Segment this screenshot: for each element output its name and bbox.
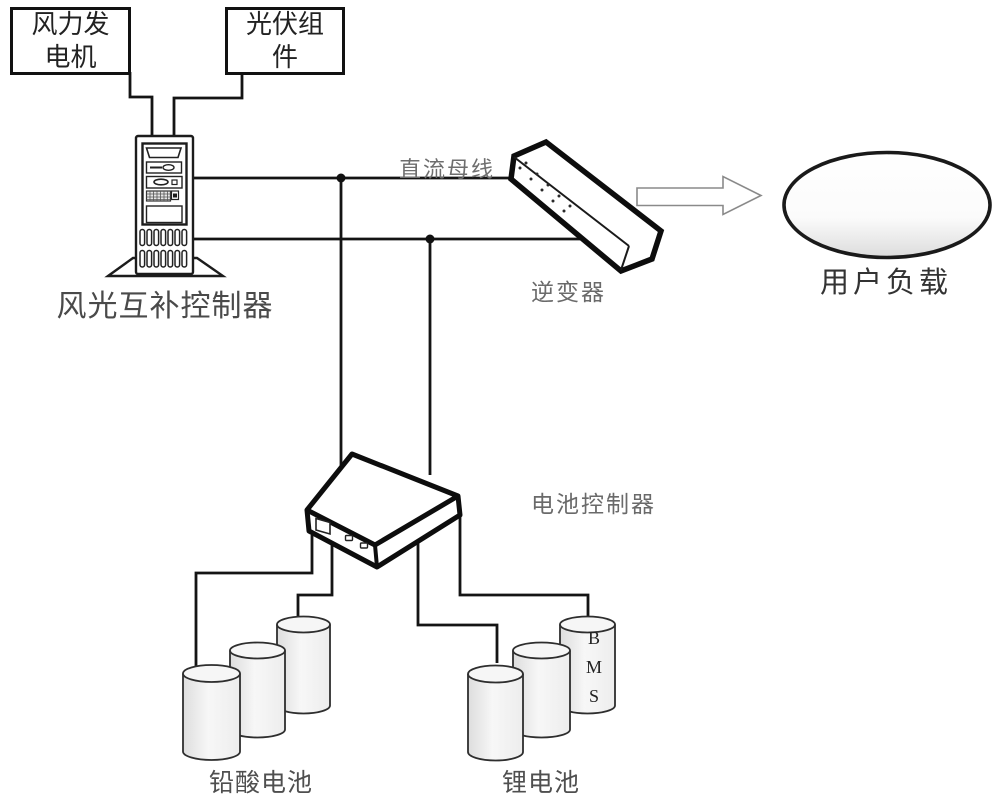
lead-acid-cylinder-front-top [182,664,241,683]
user-load-disc [782,150,992,260]
battery-controller-led-2 [359,542,369,549]
lithium-battery-group [467,615,616,762]
junction-dot-top-bus [336,173,346,183]
inverter-edge-end [620,245,630,271]
inverter-body [508,138,665,275]
lithium-battery-label: 锂电池 [502,770,581,797]
vent-grid-lines [146,191,171,201]
battery-controller-led-1 [344,534,354,542]
pv-module-label: 光伏组件 [245,9,324,72]
bay2-switch [171,179,178,186]
tower-lower-bay [145,205,183,224]
lead-acid-battery-group [182,615,331,761]
bms-label: BMS [584,628,604,715]
lithium-cylinder-middle-top [512,641,571,660]
lithium-cylinder-front [467,674,524,762]
lead-acid-cylinder-front [182,673,241,761]
inverter-box [508,138,665,275]
tower-power-led [173,193,177,198]
junction-dot-bottom-bus [425,234,435,244]
inverter-edge-top [513,156,630,247]
battery-controller-port [315,517,331,536]
wire-to-bms [458,514,590,620]
wire-wind-to-controller [128,72,154,140]
tower-cd-drive [145,147,183,159]
inverter-label: 逆变器 [531,280,606,305]
wind-generator-box: 风力发电机 [10,7,131,75]
user-load-label: 用户负载 [820,267,953,299]
wire-pv-to-controller [172,73,244,140]
bay1-button [162,163,175,171]
hybrid-controller-tower [104,134,227,278]
tower-grille [139,228,188,268]
battery-controller-corner-edge [373,544,379,568]
wire-to-lead-acid-back [296,544,334,620]
lead-acid-battery-label: 铅酸电池 [209,770,314,797]
bms-cylinder-top [559,615,616,634]
lead-acid-cylinder-back-top [276,615,331,634]
wire-to-lead-acid-front [194,535,314,667]
battery-controller-label: 电池控制器 [531,492,656,517]
flow-arrow-icon [636,175,763,216]
inverter-terminals [518,161,572,213]
tower-vent-grid [145,190,172,202]
hybrid-controller-label: 风光互补控制器 [56,290,274,323]
wind-generator-label: 风力发电机 [31,9,110,72]
pv-module-box: 光伏组件 [225,7,345,75]
lead-acid-cylinder-middle-top [229,641,286,660]
dc-bus-label: 直流母线 [399,157,496,182]
wire-to-lithium-front [416,541,499,663]
bay2-button [153,178,169,186]
battery-controller-box [304,451,463,570]
lithium-cylinder-front-top [467,664,524,684]
